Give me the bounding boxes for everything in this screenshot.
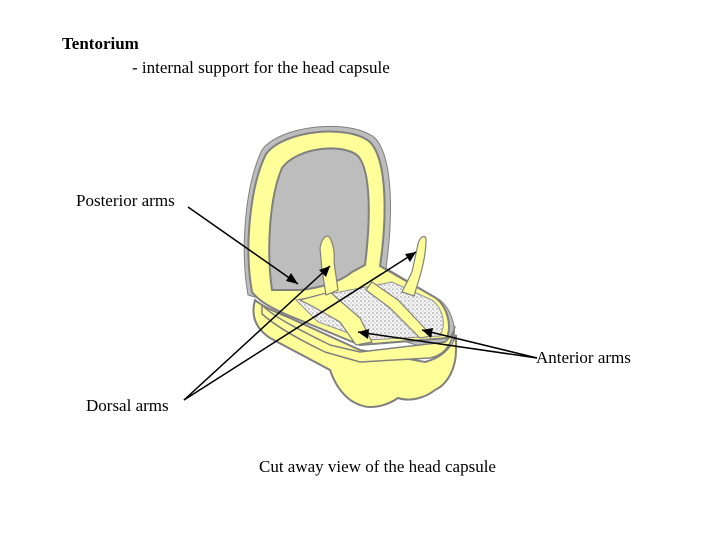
dorsal-arm-right xyxy=(401,235,427,297)
tentorial-bar-right xyxy=(365,281,434,339)
arrow-anterior-2 xyxy=(358,329,369,339)
label-posterior-arms: Posterior arms xyxy=(76,191,175,210)
diagram-caption: Cut away view of the head capsule xyxy=(259,457,496,476)
tentorial-bar xyxy=(298,291,373,346)
diagram-title: Tentorium xyxy=(62,34,139,53)
arrow-dorsal-2 xyxy=(405,252,416,262)
leader-dorsal-1 xyxy=(183,265,331,401)
leader-lines xyxy=(183,206,538,401)
leader-anterior-1 xyxy=(421,329,538,359)
diagram-subtitle: - internal support for the head capsule xyxy=(132,58,390,77)
leader-dorsal-2 xyxy=(183,251,417,401)
arrow-dorsal-1 xyxy=(319,266,330,277)
label-dorsal-arms: Dorsal arms xyxy=(86,396,169,415)
leader-posterior xyxy=(187,206,299,285)
dorsal-arm-left xyxy=(319,235,339,296)
arrowheads xyxy=(286,252,433,339)
arrow-anterior-1 xyxy=(422,328,433,338)
leader-anterior-2 xyxy=(357,331,538,359)
label-anterior-arms: Anterior arms xyxy=(536,348,631,367)
arrow-posterior xyxy=(286,273,298,284)
